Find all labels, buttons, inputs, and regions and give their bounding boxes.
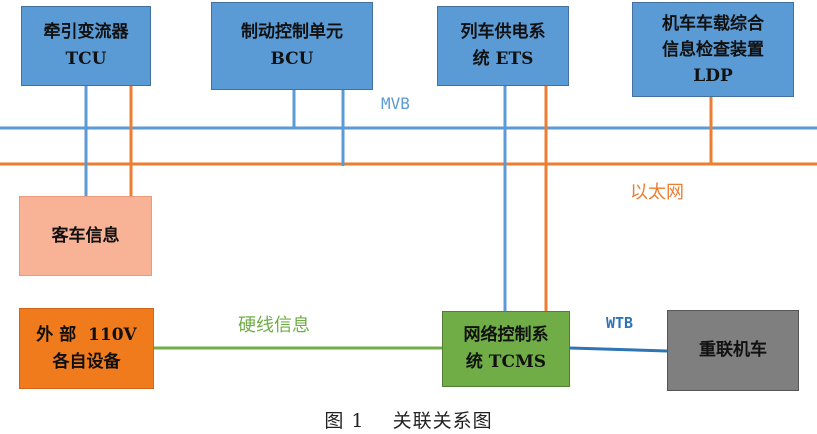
node-passenger-info: 客车信息	[19, 196, 152, 276]
node-ldp: 机车车载综合 信息检查装置 LDP	[632, 2, 794, 97]
node-tcms-line1: 网络控制系	[463, 325, 549, 345]
wtb-link	[569, 346, 668, 353]
node-bcu-line2: BCU	[270, 49, 314, 69]
node-bcu-line1: 制动控制单元	[241, 22, 343, 42]
node-ets-line2: 统 ETS	[472, 49, 534, 69]
node-external-110v: 外 部 110V 各自设备	[19, 308, 154, 389]
node-tcms: 网络控制系 统 TCMS	[442, 311, 570, 387]
node-ets: 列车供电系 统 ETS	[437, 6, 569, 86]
node-ets-line1: 列车供电系	[460, 22, 546, 42]
node-tcu-line2: TCU	[65, 49, 107, 69]
node-tcms-line2: 统 TCMS	[465, 352, 547, 372]
node-tcu-line1: 牵引变流器	[43, 22, 129, 42]
node-bcu: 制动控制单元 BCU	[211, 2, 373, 90]
node-ldp-line2: 信息检查装置	[662, 39, 764, 60]
node-ldp-line3: LDP	[693, 65, 733, 86]
node-external-110v-line2: 各自设备	[52, 351, 121, 372]
wtb-label: WTB	[606, 314, 634, 332]
node-passenger-info-line1: 客车信息	[51, 225, 120, 246]
node-ldp-line1: 机车车载综合	[662, 13, 764, 34]
mvb-bus-label: MVB	[381, 94, 410, 113]
figure-caption: 图 1 关联关系图	[324, 410, 493, 432]
node-multi-unit-locomotive: 重联机车	[667, 310, 799, 391]
node-external-110v-line1: 外 部 110V	[36, 324, 137, 345]
ethernet-bus-label: 以太网	[630, 182, 684, 203]
hardwire-label: 硬线信息	[238, 315, 310, 336]
node-multi-unit-locomotive-line1: 重联机车	[699, 340, 767, 360]
node-tcu: 牵引变流器 TCU	[21, 6, 151, 86]
